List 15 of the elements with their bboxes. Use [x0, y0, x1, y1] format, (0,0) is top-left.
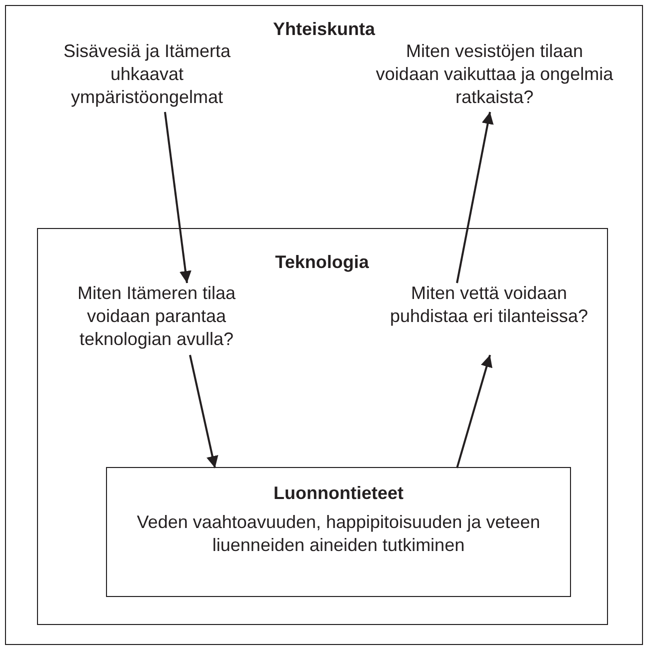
- question-text: Sisävesiä ja Itämerta uhkaavat ympäristöongelmat: [62, 40, 232, 108]
- question-text: Miten vettä voidaan puhdistaa eri tilanteissa?: [388, 282, 590, 328]
- domain-heading: Luonnontieteet: [274, 482, 404, 505]
- question-text: Miten vesistöjen tilaan voidaan vaikuttaa ja ongelmia ratkaista?: [374, 40, 614, 108]
- arrow: [164, 112, 192, 284]
- arrow: [456, 112, 494, 284]
- arrow: [189, 354, 218, 468]
- domain-frame: [106, 467, 571, 597]
- domain-description: Veden vaahtoavuuden, happipitoisuuden ja veteen liuenneiden aineiden tutkiminen: [136, 511, 542, 557]
- domain-heading: Teknologia: [275, 250, 369, 274]
- domain-frame: [36, 228, 608, 624]
- question-text: Miten Itämeren tilaa voidaan parantaa teknologian avulla?: [76, 282, 237, 351]
- domain-heading: Yhteiskunta: [272, 18, 376, 41]
- domain-frame: [5, 5, 643, 645]
- arrow: [456, 354, 492, 468]
